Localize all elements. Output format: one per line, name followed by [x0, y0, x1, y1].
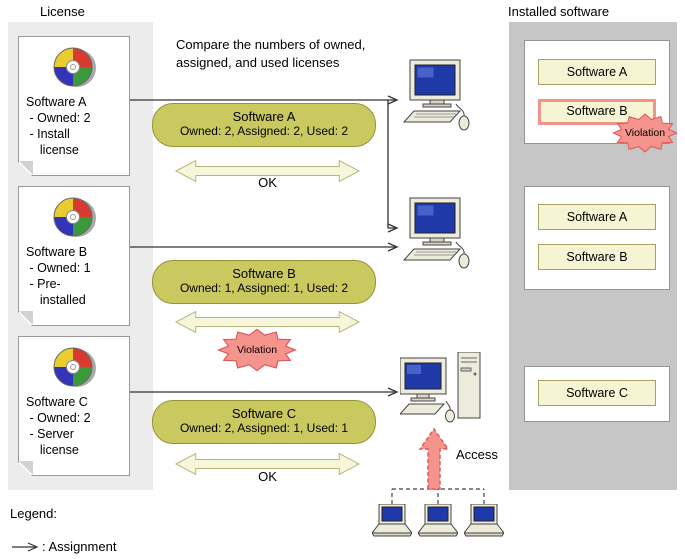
- cd-icon: [51, 194, 97, 240]
- software-chip: Software B: [538, 244, 656, 270]
- pill-title: Software C: [231, 406, 297, 421]
- software-chip: Software C: [538, 380, 656, 406]
- server-computer: [400, 352, 481, 423]
- license-card-line: license: [26, 143, 79, 157]
- access-label: Access: [456, 447, 498, 462]
- pill-detail: Owned: 2, Assigned: 2, Used: 2: [179, 124, 349, 138]
- software-chip: Software A: [538, 59, 656, 85]
- desktop-computer-2: [402, 197, 470, 269]
- license-card-software-c: Software C - Owned: 2 - Server license: [18, 336, 130, 476]
- license-card-line: Software B: [26, 245, 88, 259]
- license-card-line: installed: [26, 293, 86, 307]
- violation-burst-installed: Violation: [612, 112, 678, 154]
- laptop-3: [464, 504, 504, 537]
- license-card-line: - Install: [26, 127, 70, 141]
- desktop-computer-1: [402, 59, 470, 131]
- license-card-line: - Pre-: [26, 277, 61, 291]
- license-card-line: license: [26, 443, 79, 457]
- double-arrow-icon: [175, 159, 360, 183]
- installed-software-column-label: Installed software: [508, 4, 610, 19]
- license-column-label: License: [40, 4, 85, 19]
- assignment-line-software-b: [130, 242, 399, 252]
- ok-label-software-c: OK: [258, 469, 277, 484]
- installed-group-2: [524, 186, 670, 290]
- violation-burst-label: Violation: [624, 127, 666, 139]
- assignment-line-software-c: [130, 387, 399, 397]
- license-card-line: - Server: [26, 427, 74, 441]
- license-card-software-a: Software A - Owned: 2 - Install license: [18, 36, 130, 176]
- pill-detail: Owned: 1, Assigned: 1, Used: 2: [179, 281, 349, 295]
- installed-group-1: [524, 40, 670, 144]
- double-arrow-icon: [175, 452, 360, 476]
- license-card-line: Software C: [26, 395, 88, 409]
- starburst-icon: [612, 113, 678, 153]
- compare-note-line: Compare the numbers of owned,: [176, 37, 366, 52]
- double-arrow-icon: [175, 310, 360, 334]
- comparison-pill-software-a: Software A Owned: 2, Assigned: 2, Used: …: [152, 103, 376, 147]
- legend-assignment-label: : Assignment: [42, 539, 117, 554]
- laptop-1: [372, 504, 412, 537]
- license-card-line: - Owned: 2: [26, 411, 91, 425]
- pill-title: Software B: [232, 266, 296, 281]
- license-card-line: - Owned: 1: [26, 261, 91, 275]
- starburst-icon: [217, 328, 297, 372]
- violation-burst-compare: Violation: [217, 327, 297, 373]
- comparison-pill-software-b: Software B Owned: 1, Assigned: 1, Used: …: [152, 260, 376, 304]
- pill-title: Software A: [232, 109, 296, 124]
- license-card-software-b: Software B - Owned: 1 - Pre- installed: [18, 186, 130, 326]
- cd-icon: [51, 44, 97, 90]
- compare-note: Compare the numbers of owned, assigned, …: [176, 36, 365, 72]
- pill-detail: Owned: 2, Assigned: 1, Used: 1: [179, 421, 349, 435]
- license-card-line: Software A: [26, 95, 87, 109]
- cd-icon: [51, 344, 97, 390]
- laptop-2: [418, 504, 458, 537]
- access-arrow-icon: [418, 427, 450, 490]
- legend-assignment-arrow-icon: [12, 542, 39, 552]
- comparison-pill-software-c: Software C Owned: 2, Assigned: 1, Used: …: [152, 400, 376, 444]
- network-dashed-lines: [391, 488, 485, 504]
- ok-label-software-a: OK: [258, 175, 277, 190]
- compare-note-line: assigned, and used licenses: [176, 55, 340, 70]
- license-card-line: - Owned: 2: [26, 111, 91, 125]
- software-chip: Software A: [538, 204, 656, 230]
- legend-title: Legend:: [10, 506, 57, 521]
- violation-burst-label: Violation: [236, 344, 278, 356]
